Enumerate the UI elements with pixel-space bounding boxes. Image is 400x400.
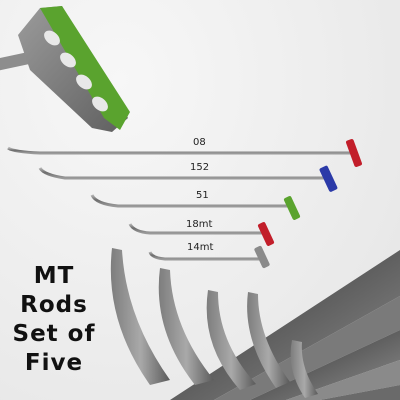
finger-hole — [44, 30, 60, 46]
headline-line: MT — [33, 263, 75, 289]
handle-shaft — [0, 51, 35, 73]
handle-grip — [40, 6, 130, 130]
hook-tip — [110, 248, 170, 385]
hook-tip — [290, 340, 318, 398]
headline-line: Rods — [20, 292, 88, 318]
rod-51 — [90, 194, 301, 220]
rod-shaft — [90, 194, 290, 208]
rod-shaft — [148, 251, 260, 261]
rod-14mt — [148, 245, 270, 269]
finger-hole — [92, 96, 108, 112]
product-headline: MT Rods Set of Five — [4, 262, 104, 378]
hook-tip — [206, 290, 256, 390]
rod-18mt — [128, 222, 275, 246]
headline-line: Five — [24, 350, 84, 376]
hook-tip — [158, 268, 214, 385]
rod-152 — [38, 165, 338, 192]
rod-label-14mt: 14mt — [187, 242, 214, 253]
rod-label-51: 51 — [196, 190, 209, 201]
hook-tip — [247, 292, 290, 388]
rod-handle — [257, 222, 275, 246]
rod-shaft — [128, 223, 264, 235]
headline-line: Set of — [12, 321, 96, 347]
finger-hole — [76, 74, 92, 90]
rod-handle — [346, 139, 362, 167]
big-rod — [320, 385, 400, 400]
rod-shaft — [7, 146, 356, 155]
rod-label-152: 152 — [190, 162, 210, 173]
rod-08 — [7, 139, 362, 167]
rod-shaft — [38, 167, 326, 180]
rod-label-18mt: 18mt — [186, 219, 213, 230]
rod-handle — [254, 245, 270, 269]
rod-handle — [319, 165, 338, 192]
rod-handle — [283, 196, 301, 220]
finger-hole — [60, 52, 76, 68]
rod-label-08: 08 — [193, 137, 206, 148]
handle-closeup — [0, 6, 130, 132]
big-rod — [214, 296, 400, 400]
rod-tips-closeup — [110, 248, 400, 400]
